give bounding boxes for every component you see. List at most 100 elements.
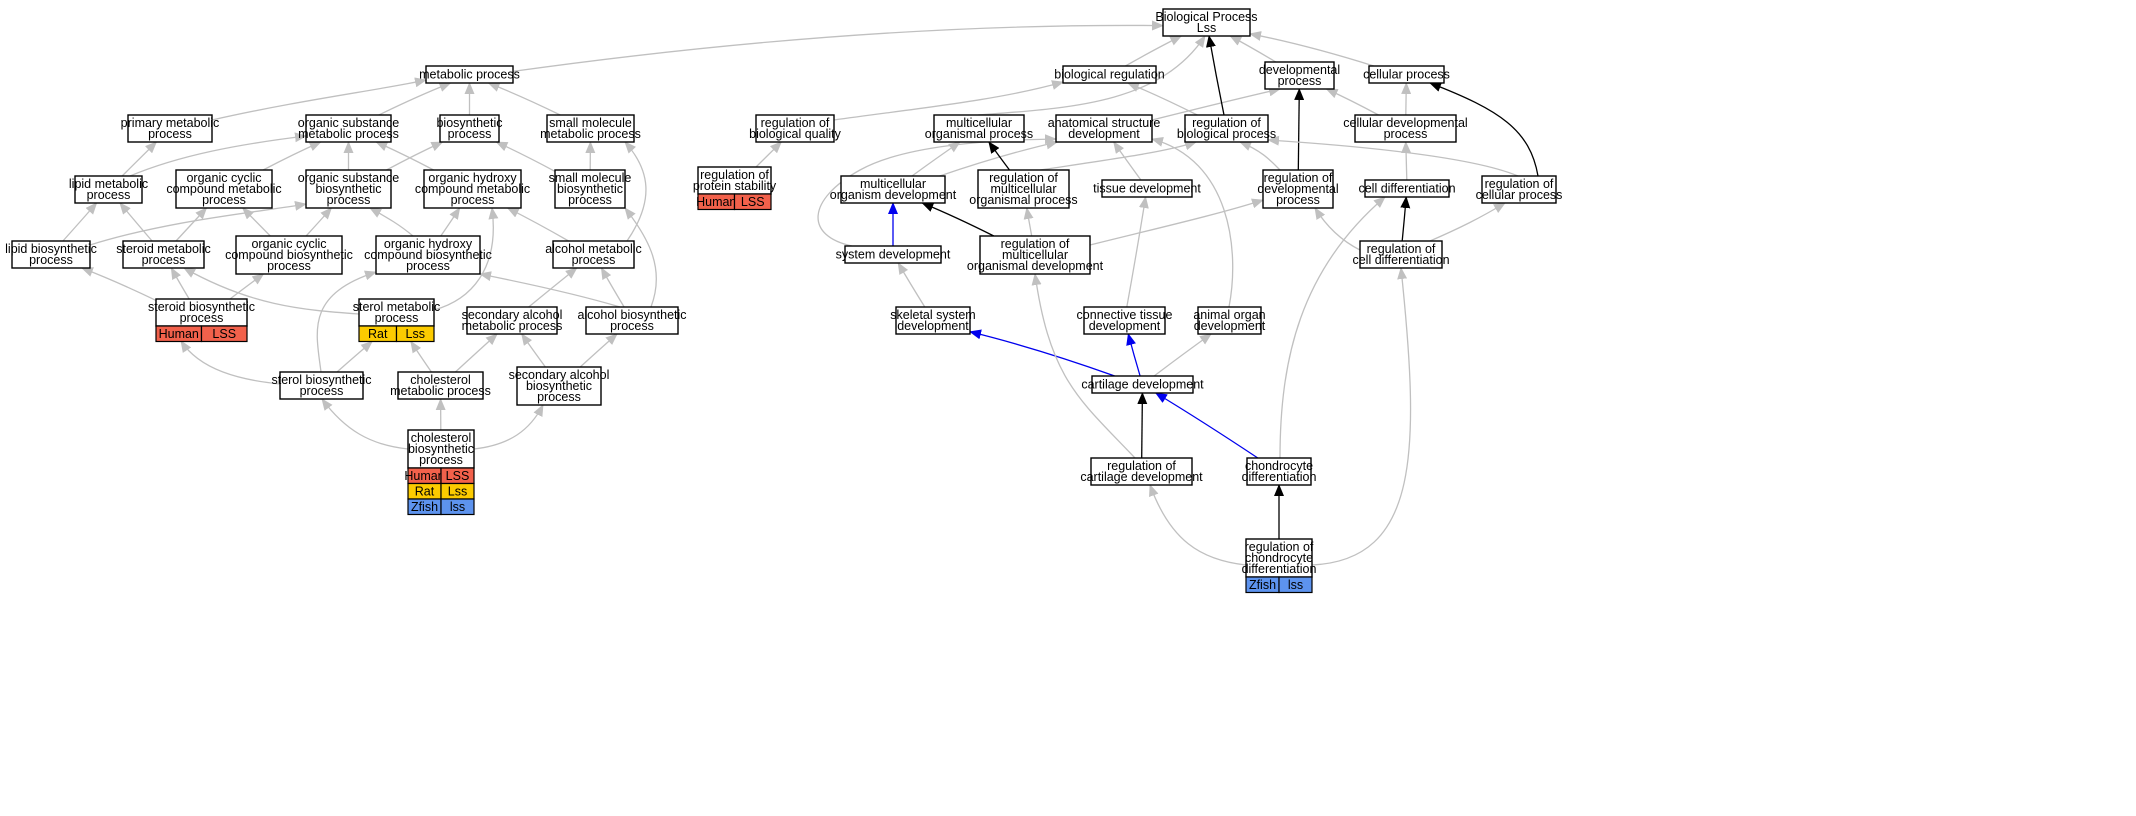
term-node-cartilage-dev[interactable]: cartilage development (1081, 375, 1204, 394)
term-label-line: anatomical structure (1048, 116, 1161, 130)
term-node-system-dev[interactable]: system development (836, 245, 951, 264)
edge-reg_bio_proc-to-bioreg (1126, 82, 1198, 116)
term-box (1184, 114, 1269, 143)
term-node-metabolic[interactable]: metabolic process (419, 65, 520, 84)
term-label-line: organismal development (967, 259, 1104, 273)
term-node-cell-diff[interactable]: cell differentiation (1358, 179, 1456, 198)
term-box (1197, 306, 1262, 335)
edge-conn_tissue-to-tissue_dev (1126, 196, 1149, 308)
term-box (11, 240, 91, 269)
term-node-reg-chondro-diff[interactable]: regulation ofchondrocytedifferentiationZ… (1242, 538, 1317, 594)
term-box (1055, 114, 1153, 143)
term-label-line: cell differentiation (1352, 253, 1449, 267)
edge-steroid_bio-to-org_cyc_bio (229, 273, 265, 300)
edge-sec_alc_bio-to-sec_alc_met (521, 333, 546, 368)
edge-reg_bio_proc-to-bp (1205, 35, 1225, 116)
term-node-tissue-dev[interactable]: tissue development (1093, 179, 1201, 198)
edge-org_hyd_bio-to-org_sub_bio (369, 207, 414, 237)
term-label-line: protein stability (693, 179, 777, 193)
term-box (933, 114, 1025, 143)
term-box (279, 371, 364, 400)
term-box (546, 114, 635, 143)
term-box (840, 175, 946, 204)
edge-reg_cell_diff-to-reg_dev_proc (1314, 207, 1361, 251)
term-box (552, 240, 635, 269)
gene-label: LSS (212, 327, 236, 341)
term-label-line: tissue development (1093, 182, 1201, 196)
term-label-line: process (1276, 193, 1320, 207)
term-label-line: organic substance (298, 116, 400, 130)
term-label-line: process (87, 188, 131, 202)
gene-cell (200, 325, 248, 343)
term-label-line: system development (836, 248, 951, 262)
gene-label: Lss (448, 484, 467, 498)
gene-label: lss (1288, 578, 1303, 592)
edge-sterol_met-to-steroid_met (183, 267, 360, 315)
term-box (1062, 65, 1157, 84)
edge-org_sub_met-to-metabolic (378, 82, 452, 116)
edge-alcohol_met-to-small_mol_met (624, 141, 647, 242)
edge-reg_cell_diff-to-cell_diff (1400, 196, 1411, 242)
edge-chol_bio-to-sec_alc_bio (473, 404, 544, 450)
edge-reg_chondro_diff-to-reg_cell_diff (1311, 267, 1412, 566)
term-label-line: process (148, 127, 192, 141)
edge-skeletal_dev-to-system_dev (897, 262, 926, 308)
term-box (439, 114, 500, 143)
edge-steroid_bio-to-lipid_bio (80, 267, 157, 301)
term-label-line: regulation of (1485, 177, 1554, 191)
term-label-line: regulation of (761, 116, 830, 130)
term-node-bioreg[interactable]: biological regulation (1054, 65, 1165, 84)
edge-reg_multi_dev-to-reg_dev_proc (1089, 198, 1264, 246)
gene-cell (395, 325, 435, 343)
term-box (1368, 65, 1445, 84)
edge-chol_met-to-sterol_met (410, 340, 432, 373)
term-label-line: developmental (1257, 182, 1338, 196)
term-node-cellular[interactable]: cellular process (1363, 65, 1450, 84)
term-label-line: process (300, 384, 344, 398)
edge-reg_cell_diff-to-reg_cell_proc (1429, 202, 1506, 242)
edges-layer (62, 20, 1539, 566)
edge-sterol_bio-to-sterol_met (336, 340, 373, 373)
